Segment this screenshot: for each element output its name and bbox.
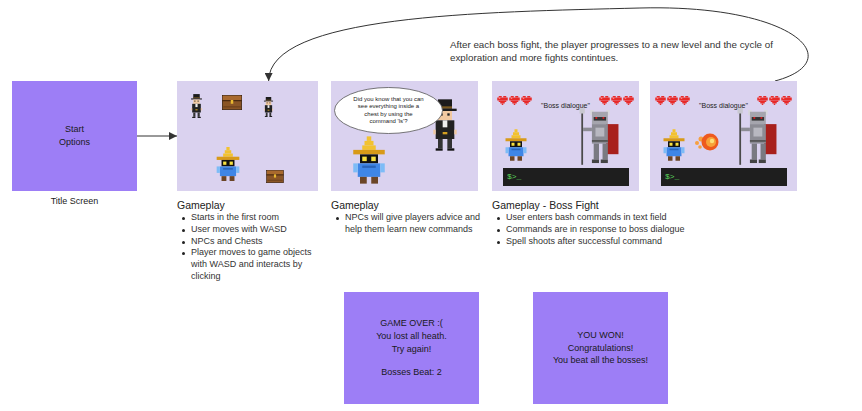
heart-icon [655,96,666,105]
fireball-core [706,137,716,147]
bullet-text: Commands are in response to boss dialogu… [506,224,702,236]
heart-icon [623,96,634,105]
flow-arrow [269,8,809,81]
heart-icon [781,96,792,105]
bullet-text: Spell shoots after successful command [506,236,702,248]
heart-icon [497,96,508,105]
screen-text: Try again! [392,343,432,356]
end-screen-box: YOU WON!Congratulations!You beat all the… [533,292,668,404]
caption-wrap: Title Screen [2,196,147,208]
fireball [695,134,719,151]
bullet-item: NPCs and Chests [177,236,327,248]
bullet-item: User moves with WASD [177,224,327,236]
caption-heading: Gameplay [331,198,481,212]
bullet-text: NPCs and Chests [191,236,327,248]
dialogue-wrap: "Boss dialogue" [492,94,639,112]
terminal-prompt: $>_ [661,168,787,186]
boss-dialogue: "Boss dialogue" [541,102,590,110]
fireball-core [710,139,714,143]
fireball-core [702,134,719,151]
note-text: After each boss fight, the player progre… [450,38,795,64]
caption: GameplayStarts in the first roomUser mov… [177,198,327,282]
wizard-figure [664,129,685,161]
npc-figure [191,94,202,118]
boss-figure [738,108,777,165]
heart-icon [769,96,780,105]
screen-text: GAME OVER :( [380,317,443,330]
heart-icon [611,96,622,105]
terminal-field: $>_ [661,168,787,186]
speech-bubble: Did you know that you can see everything… [334,87,443,134]
bullet-item: Spell shoots after successful command [492,236,702,248]
bullet-text: NPCs will give players advice and help t… [345,212,481,235]
bullet-dot [497,229,500,232]
caption-heading: Gameplay - Boss Fight [492,198,702,212]
gameplay-box: GameplayNPCs will give players advice an… [331,81,478,191]
bullet-dot [182,217,185,220]
bullet-dot [182,241,185,244]
screen-text: Start [65,123,84,136]
text-column: GAME OVER :(You lost all heath.Try again… [344,292,479,404]
bullet-item: Commands are in response to boss dialogu… [492,224,702,236]
bullet-dot [497,241,500,244]
heart-icon [679,96,690,105]
bullet-item: Player moves to game objects with WASD a… [177,247,327,282]
bullet-text: Starts in the first room [191,212,327,224]
terminal-prompt: $>_ [503,168,629,186]
text-column: YOU WON!Congratulations!You beat all the… [533,292,668,404]
note-wrap: After each boss fight, the player progre… [450,38,795,64]
text-column: StartOptions [12,81,137,191]
heart-icon [521,96,532,105]
boss-fight-box: "Boss dialogue" $>_ [650,81,797,191]
boss-fight-box: Gameplay - Boss FightUser enters bash co… [492,81,639,191]
npc-figure [264,97,273,117]
fireball-trail [698,145,702,149]
boss-figure [580,108,619,165]
bullet-text: User enters bash commands in text field [506,212,702,224]
dialogue-wrap: "Boss dialogue" [650,94,797,112]
box-caption: Title Screen [2,196,147,208]
terminal-field: $>_ [503,168,629,186]
heart-icon [667,96,678,105]
title-screen-box: StartOptionsTitle Screen [12,81,137,191]
bullet-item: User enters bash commands in text field [492,212,702,224]
bullet-dot [497,217,500,220]
end-screen-box: GAME OVER :(You lost all heath.Try again… [344,292,479,404]
flow-arrow [137,136,177,137]
bullet-text: User moves with WASD [191,224,327,236]
caption: GameplayNPCs will give players advice an… [331,198,481,236]
bullet-item: Starts in the first room [177,212,327,224]
heart-icon [599,96,610,105]
heart-icon [757,96,768,105]
wizard-figure [217,147,240,181]
heart-icon [509,96,520,105]
screen-text: Bosses Beat: 2 [381,366,442,379]
room-illustration [177,81,318,191]
caption-heading: Gameplay [177,198,327,212]
bubble-text: Did you know that you can see everything… [353,96,425,125]
bubble-ellipse [335,88,443,134]
bullet-item: NPCs will give players advice and help t… [331,212,481,235]
bullet-dot [336,217,339,220]
chest-figure [266,170,283,182]
screen-text: YOU WON! [577,329,624,342]
caption: Gameplay - Boss FightUser enters bash co… [492,198,702,247]
screen-text: Congratulations! [568,342,634,355]
bullet-dot [182,252,185,255]
screen-text: You beat all the bosses! [553,354,648,367]
wizard-figure [506,129,527,161]
screen-text: You lost all heath. [376,330,447,343]
fireball-trail [695,141,699,145]
bullet-text: Player moves to game objects with WASD a… [191,247,327,282]
boss-dialogue: "Boss dialogue" [699,102,748,110]
gameplay-box: GameplayStarts in the first roomUser mov… [177,81,318,191]
chest-figure [222,95,242,109]
screen-text: Options [59,136,90,149]
wizard-figure [353,136,385,183]
bullet-dot [182,229,185,232]
